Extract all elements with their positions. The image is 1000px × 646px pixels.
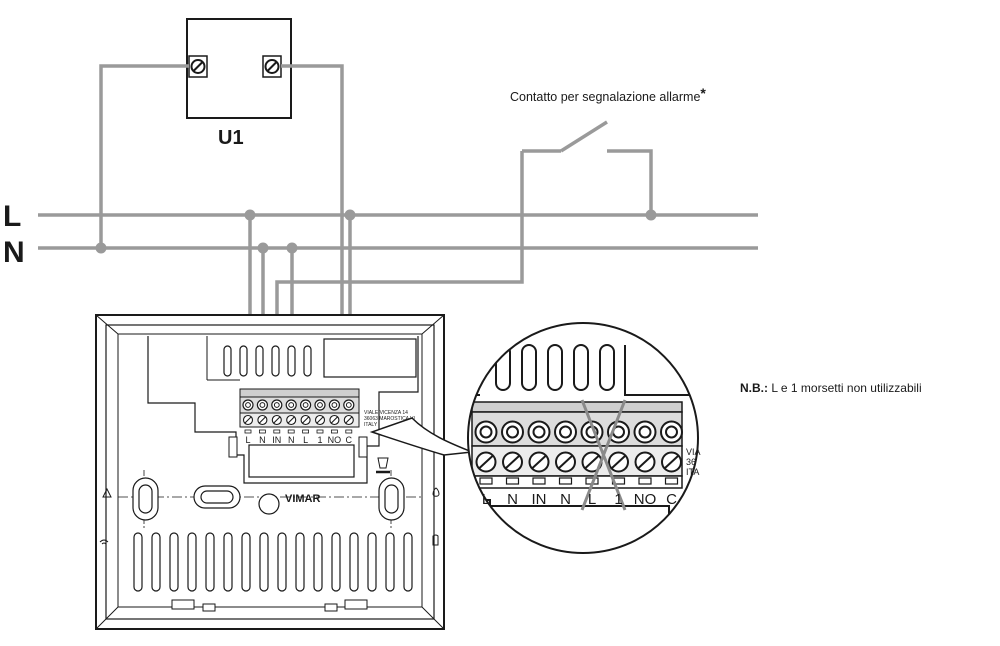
bus-label-l: L	[3, 200, 21, 233]
plate-innermost	[117, 333, 423, 608]
address-line-zoom: 36	[686, 457, 696, 467]
screw-icon	[328, 399, 340, 434]
junction-dot	[257, 242, 269, 254]
wire-u1-n	[99, 64, 189, 248]
junction-dot	[286, 242, 298, 254]
screw-icon	[300, 399, 312, 434]
note-text: N.B.: L e 1 morsetti non utilizzabili	[740, 381, 922, 395]
screw-icon	[633, 420, 657, 485]
junctions	[95, 209, 657, 254]
triangle-icon	[102, 487, 112, 498]
wire-alarm-right	[607, 149, 653, 215]
wire-u1-no	[281, 64, 344, 398]
address-line: VIALE VICENZA 14	[364, 410, 408, 416]
screw-icon	[554, 420, 577, 485]
terminal-label: IN	[272, 435, 281, 445]
terminal-label-zoom: IN	[532, 491, 547, 508]
load-label: U1	[218, 127, 244, 149]
zoom-screws	[474, 420, 683, 485]
terminal-label: C	[346, 435, 353, 445]
junction-dot	[95, 242, 107, 254]
address-block: VIALE VICENZA 14 36063 MAROSTICA VI ITAL…	[364, 410, 415, 428]
finger-icon	[432, 534, 439, 546]
address-line: 36063 MAROSTICA VI	[364, 416, 415, 422]
terminal-label: 1	[317, 435, 322, 445]
terminal-label: NO	[328, 435, 342, 445]
terminal-label-zoom: NO	[634, 491, 657, 508]
lower-vents	[133, 532, 413, 592]
terminal-label-zoom: 1	[614, 491, 622, 508]
screw-icon	[256, 399, 268, 434]
terminal-label-zoom: C	[666, 491, 677, 508]
terminal-label-zoom: L	[588, 491, 596, 508]
alarm-switch-blade	[560, 120, 608, 153]
terminal-label: N	[259, 435, 266, 445]
mounting-hole-icon	[132, 477, 159, 521]
bus-lines	[38, 213, 758, 250]
screw-terminal-icon	[188, 55, 208, 78]
terminal-label: N	[288, 435, 295, 445]
screw-icon	[474, 420, 498, 485]
load-u1: U1	[186, 18, 292, 149]
screw-icon	[314, 399, 326, 434]
screw-terminal-icon	[262, 55, 282, 78]
screw-icon	[271, 399, 283, 434]
address-line-zoom: VIA	[686, 447, 701, 457]
screw-icon	[242, 399, 254, 434]
screw-icon	[527, 420, 551, 485]
device-backplate	[95, 314, 445, 630]
upper-vents	[223, 345, 312, 377]
terminal-label: L	[245, 435, 250, 445]
bin-icon	[376, 457, 390, 474]
bus-label-n: N	[3, 236, 25, 269]
center-hole	[258, 493, 280, 515]
junction-dot	[344, 209, 356, 221]
terminal-label-zoom: N	[507, 491, 518, 508]
junction-dot	[645, 209, 657, 221]
address-line: ITALY	[364, 422, 378, 428]
terminal-label: L	[303, 435, 308, 445]
wifi-icon	[99, 539, 109, 545]
drop-icon	[432, 487, 440, 497]
terminal-label-zoom: N	[560, 491, 571, 508]
device-screws	[242, 399, 355, 434]
screw-icon	[660, 420, 683, 485]
screw-icon	[285, 399, 297, 434]
junction-dot	[244, 209, 256, 221]
screw-icon	[501, 420, 524, 485]
board-outline	[147, 336, 419, 484]
mounting-hole-icon	[378, 477, 405, 521]
alarm-contact-label: Contatto per segnalazione allarme*	[510, 85, 706, 104]
unusable-mark	[580, 399, 627, 511]
plate-inner	[105, 324, 435, 620]
mounting-hole-icon	[193, 485, 241, 509]
brand-logo: VIMAR	[285, 493, 321, 505]
screw-icon	[343, 399, 355, 434]
